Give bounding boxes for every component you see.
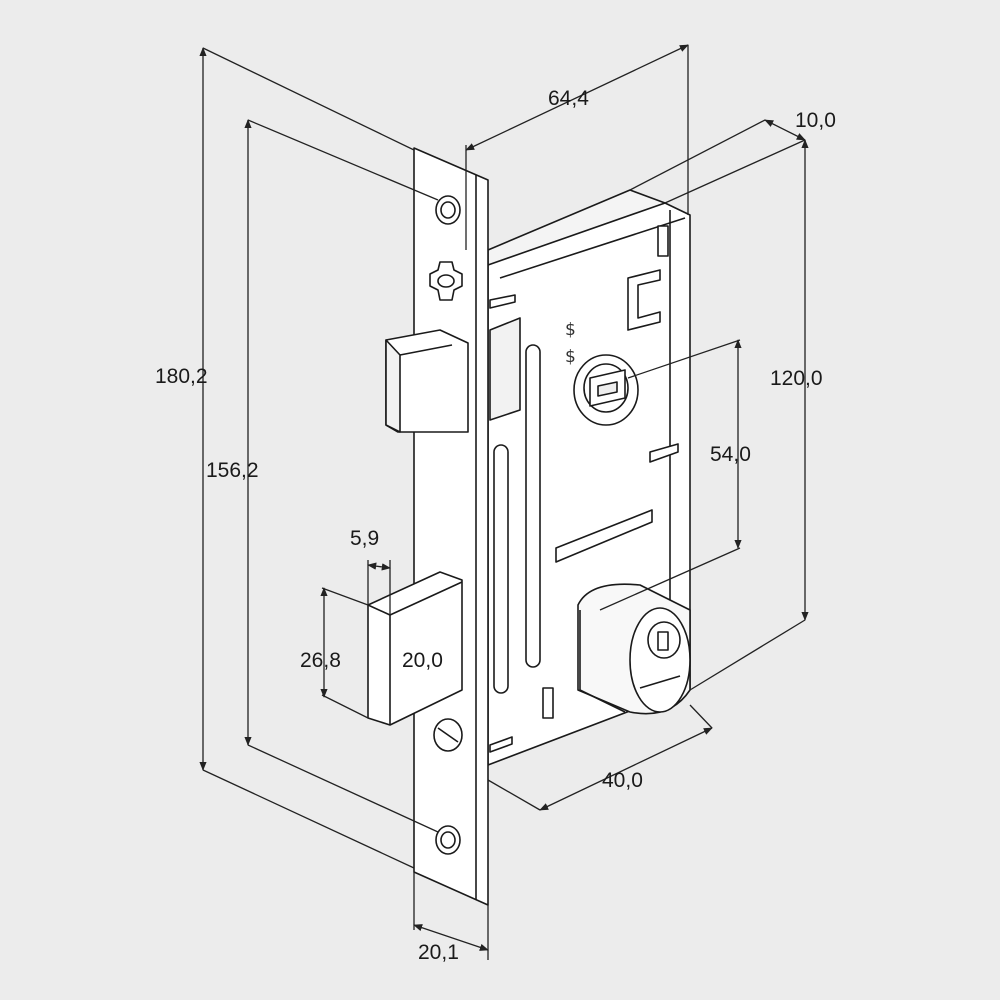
dead-bolt [367, 571, 463, 726]
dim-backset: 40,0 [602, 769, 643, 792]
dim-bolt-height: 26,8 [300, 649, 341, 672]
dim-faceplate-width: 20,1 [418, 941, 459, 964]
spindle-hub [573, 354, 639, 426]
gear-logo [429, 261, 463, 301]
dim-bolt-throw: 5,9 [350, 527, 380, 550]
dim-total-height: 180,2 [155, 365, 208, 388]
dim-depth: 64,4 [548, 87, 589, 110]
dim-case-thickness: 10,0 [795, 109, 836, 132]
dim-screw-spacing: 156,2 [206, 459, 259, 482]
lock-cylinder [577, 583, 691, 715]
latch-bolt [385, 329, 469, 433]
dimension-lines [199, 44, 809, 960]
dim-bolt-width: 20,0 [402, 649, 443, 672]
dim-handle-to-cylinder: 54,0 [710, 443, 751, 466]
faceplate [413, 147, 489, 906]
svg-text:$: $ [565, 347, 576, 367]
svg-text:$: $ [565, 320, 576, 340]
lock-case: $ $ [487, 189, 691, 766]
dim-case-height: 120,0 [770, 367, 823, 390]
